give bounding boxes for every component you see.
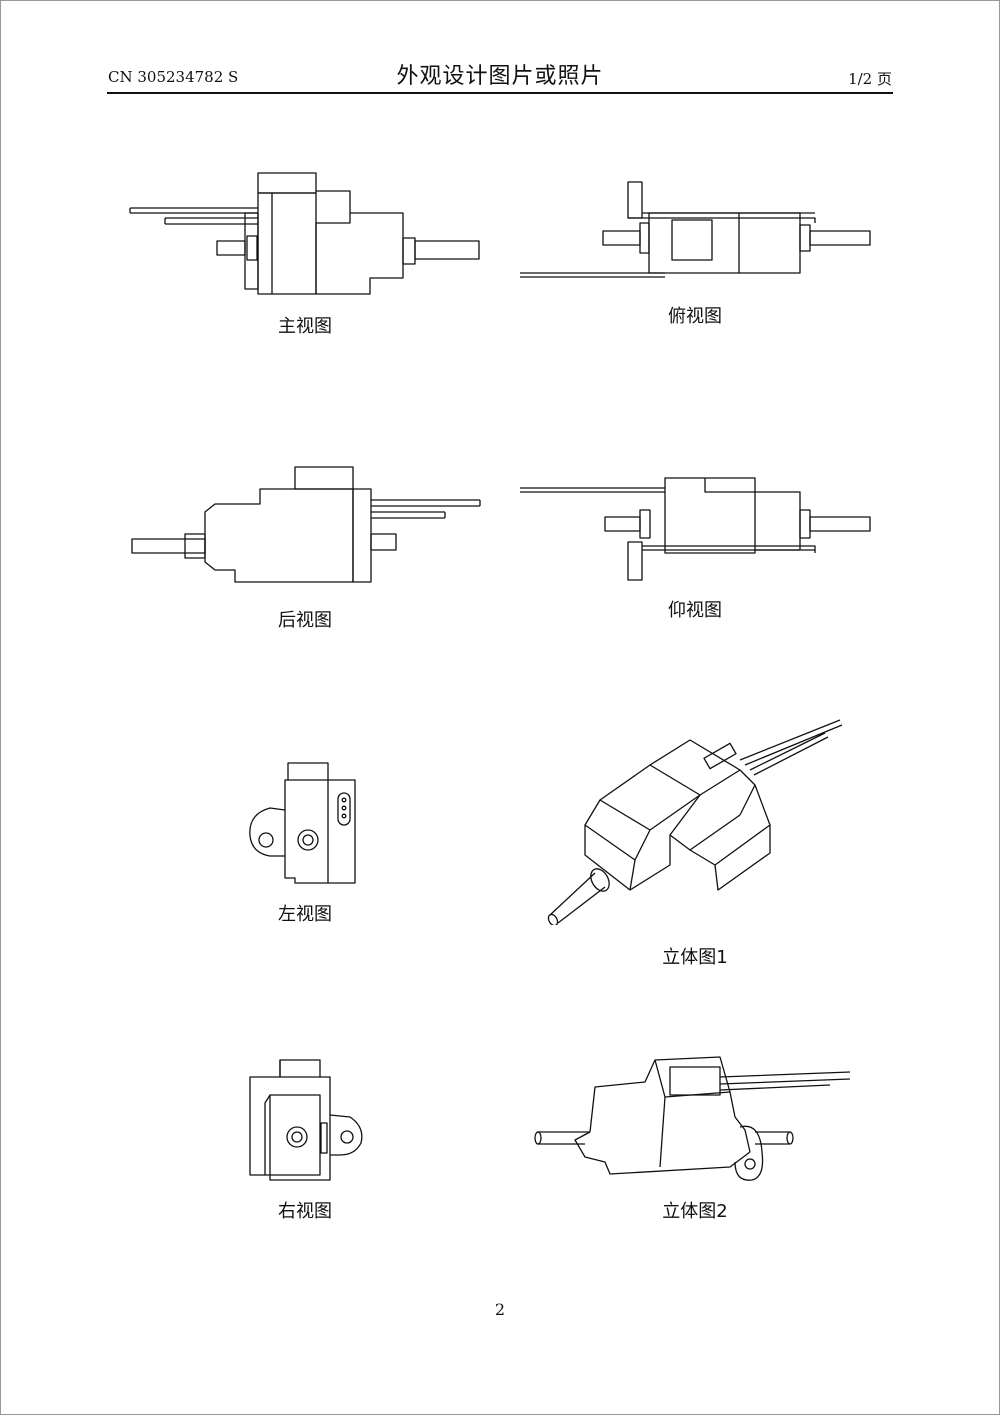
caption-bottom-view: 仰视图 — [668, 600, 722, 621]
caption-left-view: 左视图 — [278, 904, 332, 925]
caption-isometric-view-1: 立体图1 — [662, 947, 728, 968]
header-rule — [107, 92, 893, 94]
front-view-drawing — [125, 168, 490, 303]
caption-front-view: 主视图 — [278, 316, 332, 337]
rear-view-drawing — [125, 462, 490, 592]
page-indicator: 1/2 页 — [848, 70, 892, 88]
page-title: 外观设计图片或照片 — [396, 64, 604, 89]
document-number: CN 305234782 S — [108, 68, 239, 86]
page-number: 2 — [494, 1300, 506, 1319]
caption-top-view: 俯视图 — [668, 306, 722, 327]
caption-isometric-view-2: 立体图2 — [662, 1201, 728, 1222]
isometric-view-1-drawing — [540, 715, 860, 925]
caption-rear-view: 后视图 — [278, 610, 332, 631]
caption-right-view: 右视图 — [278, 1201, 332, 1222]
isometric-view-2-drawing — [530, 1052, 865, 1187]
top-view-drawing — [515, 175, 880, 285]
left-view-drawing — [240, 758, 370, 888]
right-view-drawing — [245, 1055, 370, 1185]
bottom-view-drawing — [515, 470, 880, 585]
